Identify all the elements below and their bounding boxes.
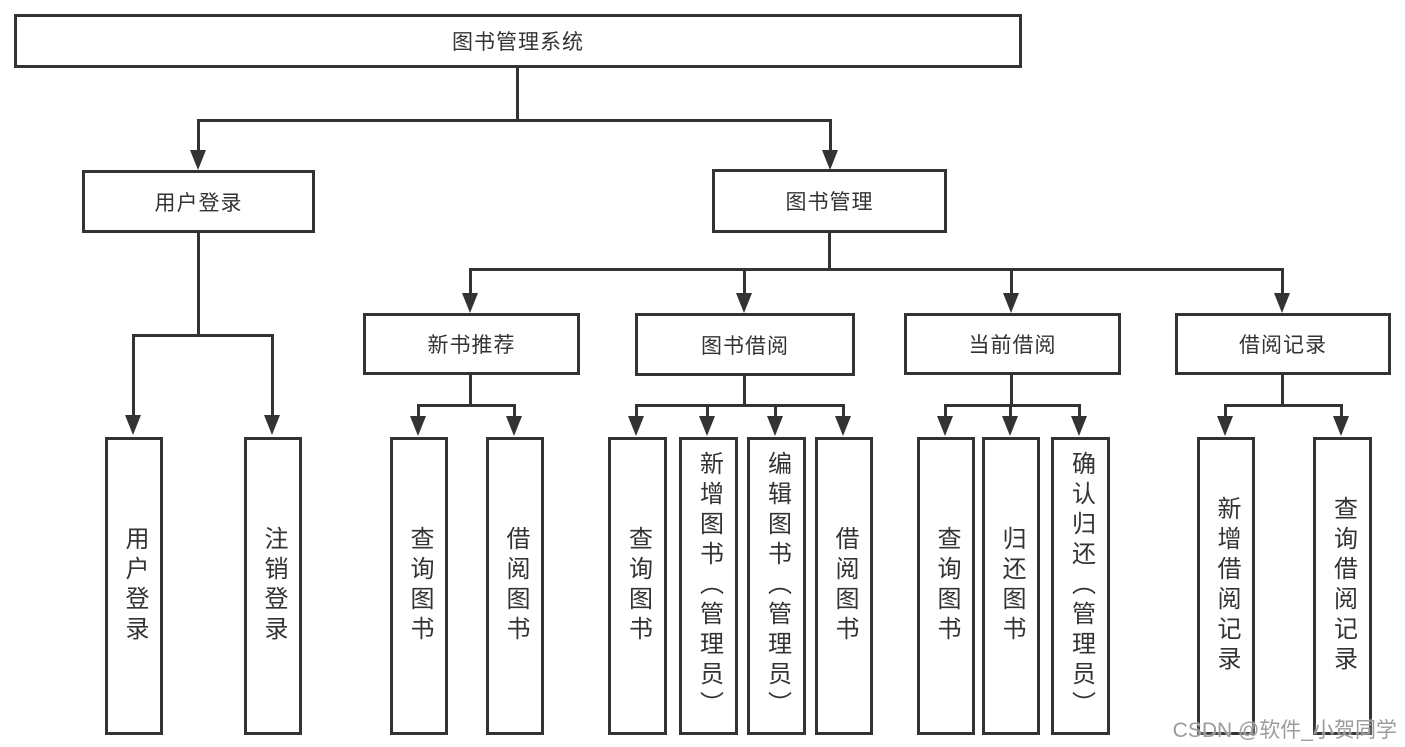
node-label: 借阅记录 xyxy=(1239,334,1327,357)
arrow-down-icon xyxy=(835,416,851,436)
arrow-down-icon xyxy=(1071,416,1087,436)
connector-line xyxy=(1224,404,1227,418)
leaf-edit-book-admin: 编辑图书（管理员） xyxy=(747,437,806,735)
arrow-down-icon xyxy=(937,416,953,436)
connector-line xyxy=(635,404,638,418)
connector-line xyxy=(1340,404,1343,418)
leaf-label: 查询图书 xyxy=(406,526,433,646)
leaf-label: 编辑图书（管理员） xyxy=(763,451,791,721)
node-user-login: 用户登录 xyxy=(82,170,315,233)
connector-line xyxy=(516,68,519,122)
leaf-label: 查询图书 xyxy=(933,526,960,646)
arrow-down-icon xyxy=(506,416,522,436)
arrow-down-icon xyxy=(1217,416,1233,436)
connector-line xyxy=(1078,404,1081,418)
connector-line xyxy=(706,404,709,418)
connector-line xyxy=(197,119,832,122)
node-label: 图书管理系统 xyxy=(452,31,584,54)
connector-line xyxy=(774,404,777,418)
connector-line xyxy=(469,268,1284,271)
connector-line xyxy=(197,119,200,155)
leaf-borrow-books-borrowing: 借阅图书 xyxy=(815,437,873,735)
connector-line xyxy=(828,233,831,270)
leaf-add-book-admin: 新增图书（管理员） xyxy=(679,437,738,735)
node-book-management: 图书管理 xyxy=(712,169,947,233)
arrow-down-icon xyxy=(190,150,206,170)
connector-line xyxy=(469,375,472,407)
connector-line xyxy=(417,404,420,418)
connector-line xyxy=(635,404,845,407)
arrow-down-icon xyxy=(767,416,783,436)
arrow-down-icon xyxy=(462,293,478,313)
connector-line xyxy=(1281,268,1284,296)
leaf-label: 查询借阅记录 xyxy=(1329,496,1357,676)
node-new-book-recommendation: 新书推荐 xyxy=(363,313,580,375)
connector-line xyxy=(1009,404,1012,418)
leaf-logout: 注销登录 xyxy=(244,437,302,735)
connector-line xyxy=(271,334,274,418)
connector-line xyxy=(197,233,200,336)
connector-line xyxy=(829,119,832,155)
connector-line xyxy=(132,334,135,418)
node-label: 图书管理 xyxy=(785,191,874,214)
leaf-add-borrow-record: 新增借阅记录 xyxy=(1197,437,1255,735)
connector-line xyxy=(1010,375,1013,407)
node-current-borrowing: 当前借阅 xyxy=(904,313,1121,375)
node-root-book-management-system: 图书管理系统 xyxy=(14,14,1022,68)
connector-line xyxy=(1010,268,1013,296)
leaf-label: 归还图书 xyxy=(998,526,1025,646)
leaf-label: 借阅图书 xyxy=(502,526,529,646)
leaf-label: 查询图书 xyxy=(624,526,652,646)
connector-line xyxy=(417,404,516,407)
leaf-label: 借阅图书 xyxy=(831,526,858,646)
leaf-label: 新增图书（管理员） xyxy=(695,451,723,721)
leaf-label: 新增借阅记录 xyxy=(1213,496,1240,676)
connector-line xyxy=(1281,375,1284,407)
leaf-query-books-newbook: 查询图书 xyxy=(390,437,448,735)
leaf-return-book: 归还图书 xyxy=(982,437,1040,735)
connector-line xyxy=(743,376,746,407)
leaf-label: 确认归还（管理员） xyxy=(1067,451,1095,721)
connector-line xyxy=(944,404,1081,407)
leaf-user-login: 用户登录 xyxy=(105,437,163,735)
node-book-borrowing: 图书借阅 xyxy=(635,313,855,376)
node-label: 图书借阅 xyxy=(701,334,789,358)
connector-line xyxy=(469,268,472,296)
leaf-label: 用户登录 xyxy=(121,526,148,646)
leaf-query-books-borrowing: 查询图书 xyxy=(608,437,667,735)
connector-line xyxy=(1224,404,1343,407)
arrow-down-icon xyxy=(822,150,838,170)
arrow-down-icon xyxy=(264,415,280,435)
watermark: CSDN @软件_小贺同学 xyxy=(1172,719,1397,742)
node-borrowing-records: 借阅记录 xyxy=(1175,313,1391,375)
leaf-query-books-current: 查询图书 xyxy=(917,437,975,735)
arrow-down-icon xyxy=(699,416,715,436)
arrow-down-icon xyxy=(125,415,141,435)
connector-line xyxy=(842,404,845,418)
arrow-down-icon xyxy=(410,416,426,436)
node-label: 用户登录 xyxy=(154,191,243,215)
connector-line xyxy=(743,268,746,296)
arrow-down-icon xyxy=(628,416,644,436)
leaf-confirm-return-admin: 确认归还（管理员） xyxy=(1051,437,1110,735)
arrow-down-icon xyxy=(1003,293,1019,313)
arrow-down-icon xyxy=(736,293,752,313)
connector-line xyxy=(132,334,274,337)
arrow-down-icon xyxy=(1333,416,1349,436)
arrow-down-icon xyxy=(1002,416,1018,436)
arrow-down-icon xyxy=(1274,293,1290,313)
leaf-label: 注销登录 xyxy=(260,526,287,646)
node-label: 当前借阅 xyxy=(968,334,1057,357)
connector-line xyxy=(513,404,516,418)
node-label: 新书推荐 xyxy=(427,334,516,357)
connector-line xyxy=(944,404,947,418)
leaf-borrow-books-newbook: 借阅图书 xyxy=(486,437,544,735)
leaf-query-borrow-record: 查询借阅记录 xyxy=(1313,437,1372,735)
